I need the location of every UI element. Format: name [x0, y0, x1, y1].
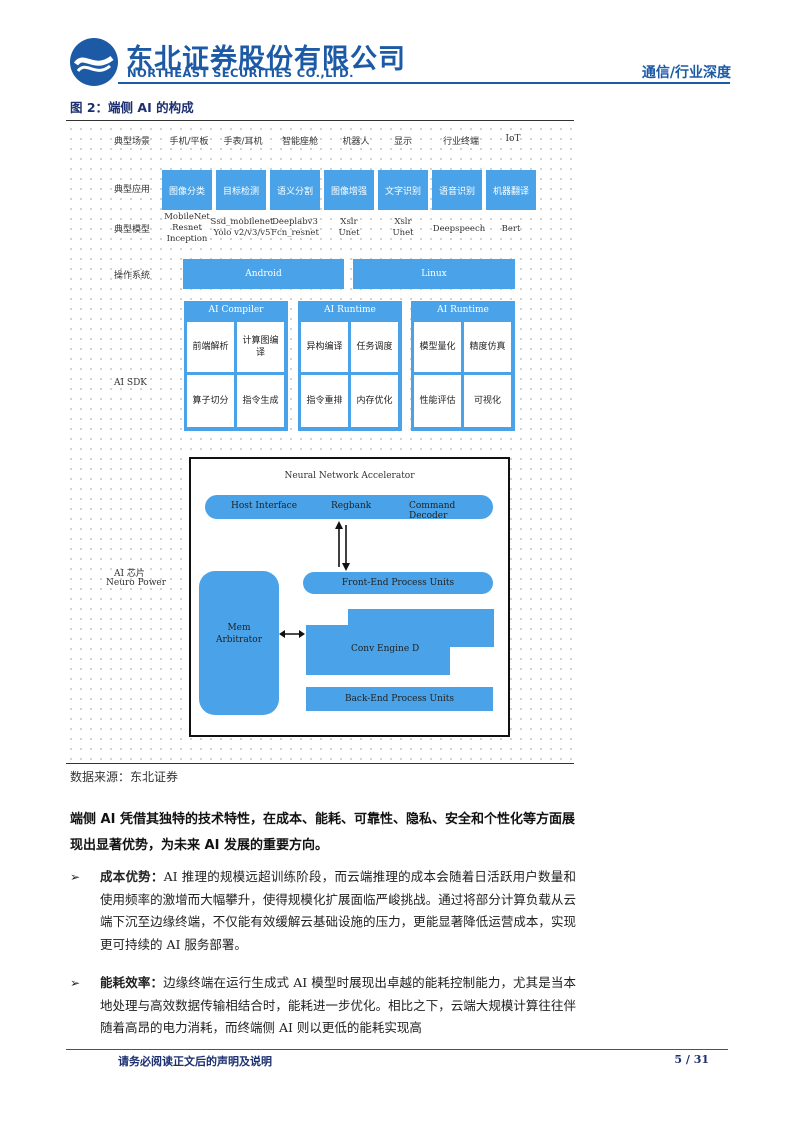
sdk-cell: 任务调度	[351, 322, 398, 372]
company-name-cn: 东北证券股份有限公司	[126, 44, 406, 75]
app-box: 图像分类	[162, 170, 212, 210]
model-name: Bert	[501, 224, 521, 234]
model-list: Xslr Unet	[322, 217, 376, 239]
header-divider	[118, 82, 730, 84]
company-name-en: NORTHEAST SECURITIES CO.,LTD.	[127, 66, 354, 80]
scene-label: 机器人	[342, 137, 370, 147]
model-name: Xslr	[394, 217, 412, 227]
lead-paragraph: 端侧 AI 凭借其独特的技术特性，在成本、能耗、可靠性、隐私、安全和个性化等方面…	[70, 812, 575, 853]
os-box-linux: Linux	[353, 259, 515, 289]
app-box: 机器翻译	[486, 170, 536, 210]
scene-label: 手机/平板	[169, 137, 209, 147]
horizontal-arrow-icon	[279, 630, 305, 638]
edge-ai-diagram: 典型场景 典型应用 典型模型 操作系统 AI SDK AI 芯片 Neuro P…	[66, 124, 574, 760]
arbitrator-label: Arbitrator	[215, 635, 263, 645]
mem-arbitrator: Mem Arbitrator	[199, 571, 279, 715]
model-name: Inception	[166, 234, 208, 244]
model-name: Yolo v2/v3/v5	[213, 228, 271, 238]
sdk-block-title: AI Runtime	[437, 305, 489, 315]
bullet-energy: ➢ 能耗效率：边缘终端在运行生成式 AI 模型时展现出卓越的能耗控制能力，尤其是…	[70, 972, 576, 1040]
figure-title: 图 2：端侧 AI 的构成	[70, 100, 194, 115]
model-name: Unet	[338, 228, 360, 238]
regbank-label: Regbank	[331, 501, 372, 511]
mem-label: Mem	[227, 623, 251, 633]
company-logo	[70, 38, 118, 86]
row-label-scenes: 典型场景	[114, 137, 151, 147]
model-list: Xslr Unet	[376, 217, 430, 239]
app-box: 语音识别	[432, 170, 482, 210]
row-label-os: 操作系统	[114, 271, 151, 281]
os-box-android: Android	[183, 259, 344, 289]
footer-divider	[66, 1049, 728, 1051]
page-number: 5 / 31	[674, 1053, 709, 1066]
row-label-chip: AI 芯片	[114, 569, 145, 579]
app-box: 目标检测	[216, 170, 266, 210]
sdk-cell: 性能评估	[414, 375, 461, 427]
sdk-cell: 可视化	[464, 375, 511, 427]
model-name: Ssd_mobilenet	[210, 217, 274, 227]
npu-frame: Neural Network Accelerator Host Interfac…	[189, 457, 510, 737]
sdk-cell: 指令生成	[237, 375, 284, 427]
row-label-apps: 典型应用	[114, 185, 151, 195]
scene-label: 智能座舱	[281, 137, 318, 147]
sdk-cell: 模型量化	[414, 322, 461, 372]
scene-label: 显示	[393, 137, 412, 147]
npu-top-bus: Host Interface Regbank Command Decoder	[205, 495, 493, 521]
sdk-cell: 指令重排	[301, 375, 348, 427]
bullet-text: AI 推理的规模远超训练阶段，而云端推理的成本会随着日活跃用户数量和使用频率的激…	[100, 869, 576, 952]
model-name: MobileNet	[164, 212, 210, 222]
npu-title: Neural Network Accelerator	[284, 471, 415, 481]
row-label-models: 典型模型	[114, 225, 151, 235]
bullet-heading: 能耗效率：	[100, 975, 164, 990]
front-end-unit: Front-End Process Units	[303, 572, 493, 594]
command-decoder-label: Command Decoder	[409, 501, 456, 521]
sdk-block-runtime: AI Runtime 异构编译 任务调度 指令重排 内存优化	[298, 301, 402, 431]
host-interface-label: Host Interface	[231, 501, 298, 511]
conv-engine-label: Conv Engine D	[351, 644, 420, 654]
sdk-cell: 内存优化	[351, 375, 398, 427]
model-list: Bert	[484, 224, 538, 235]
scene-label: 手表/耳机	[223, 137, 263, 147]
model-name: Fcn_resnet	[271, 228, 319, 238]
model-list: Deeplabv3 Fcn_resnet	[268, 217, 322, 239]
footer-disclaimer: 请务必阅读正文后的声明及说明	[118, 1055, 272, 1068]
sdk-cell: 计算图编译	[237, 322, 284, 372]
sdk-block-title: AI Runtime	[324, 305, 376, 315]
sdk-block-title: AI Compiler	[208, 305, 264, 315]
bullet-cost: ➢ 成本优势：AI 推理的规模远超训练阶段，而云端推理的成本会随着日活跃用户数量…	[70, 866, 576, 956]
sdk-cell: 前端解析	[187, 322, 234, 372]
bullet-heading: 成本优势：	[100, 869, 164, 884]
back-end-unit: Back-End Process Units	[306, 687, 493, 711]
sdk-cell: 异构编译	[301, 322, 348, 372]
sdk-cell: 精度仿真	[464, 322, 511, 372]
app-box: 图像增强	[324, 170, 374, 210]
model-name: Xslr	[340, 217, 358, 227]
model-list: Deepspeech	[430, 224, 488, 235]
bidirectional-arrow-icon	[335, 521, 350, 571]
model-name: Deeplabv3	[272, 217, 318, 227]
scene-label: IoT	[505, 134, 521, 144]
sdk-block-compiler: AI Compiler 前端解析 计算图编译 算子切分 指令生成	[184, 301, 288, 431]
model-list: MobileNet Resnet Inception	[160, 212, 214, 245]
conv-engine-shape	[306, 609, 494, 675]
model-list: Ssd_mobilenet Yolo v2/v3/v5	[210, 217, 274, 239]
app-box: 文字识别	[378, 170, 428, 210]
figure-bottom-rule	[66, 763, 574, 765]
app-box: 语义分割	[270, 170, 320, 210]
model-name: Unet	[392, 228, 414, 238]
bullet-text: 边缘终端在运行生成式 AI 模型时展现出卓越的能耗控制能力，尤其是当本地处理与高…	[100, 975, 576, 1035]
row-label-chip-sub: Neuro Power	[106, 578, 167, 588]
report-category: 通信/行业深度	[641, 65, 731, 81]
sdk-cell: 算子切分	[187, 375, 234, 427]
row-label-sdk: AI SDK	[114, 378, 148, 388]
model-name: Resnet	[172, 223, 202, 233]
logo-mark-icon	[72, 40, 116, 84]
model-name: Deepspeech	[432, 224, 486, 234]
figure-source: 数据来源：东北证券	[70, 770, 179, 784]
sdk-block-runtime-tools: AI Runtime 模型量化 精度仿真 性能评估 可视化	[411, 301, 515, 431]
bullet-arrow-icon: ➢	[70, 870, 81, 884]
scene-label: 行业终端	[442, 137, 479, 147]
figure-top-rule	[66, 120, 574, 122]
bullet-arrow-icon: ➢	[70, 976, 81, 990]
